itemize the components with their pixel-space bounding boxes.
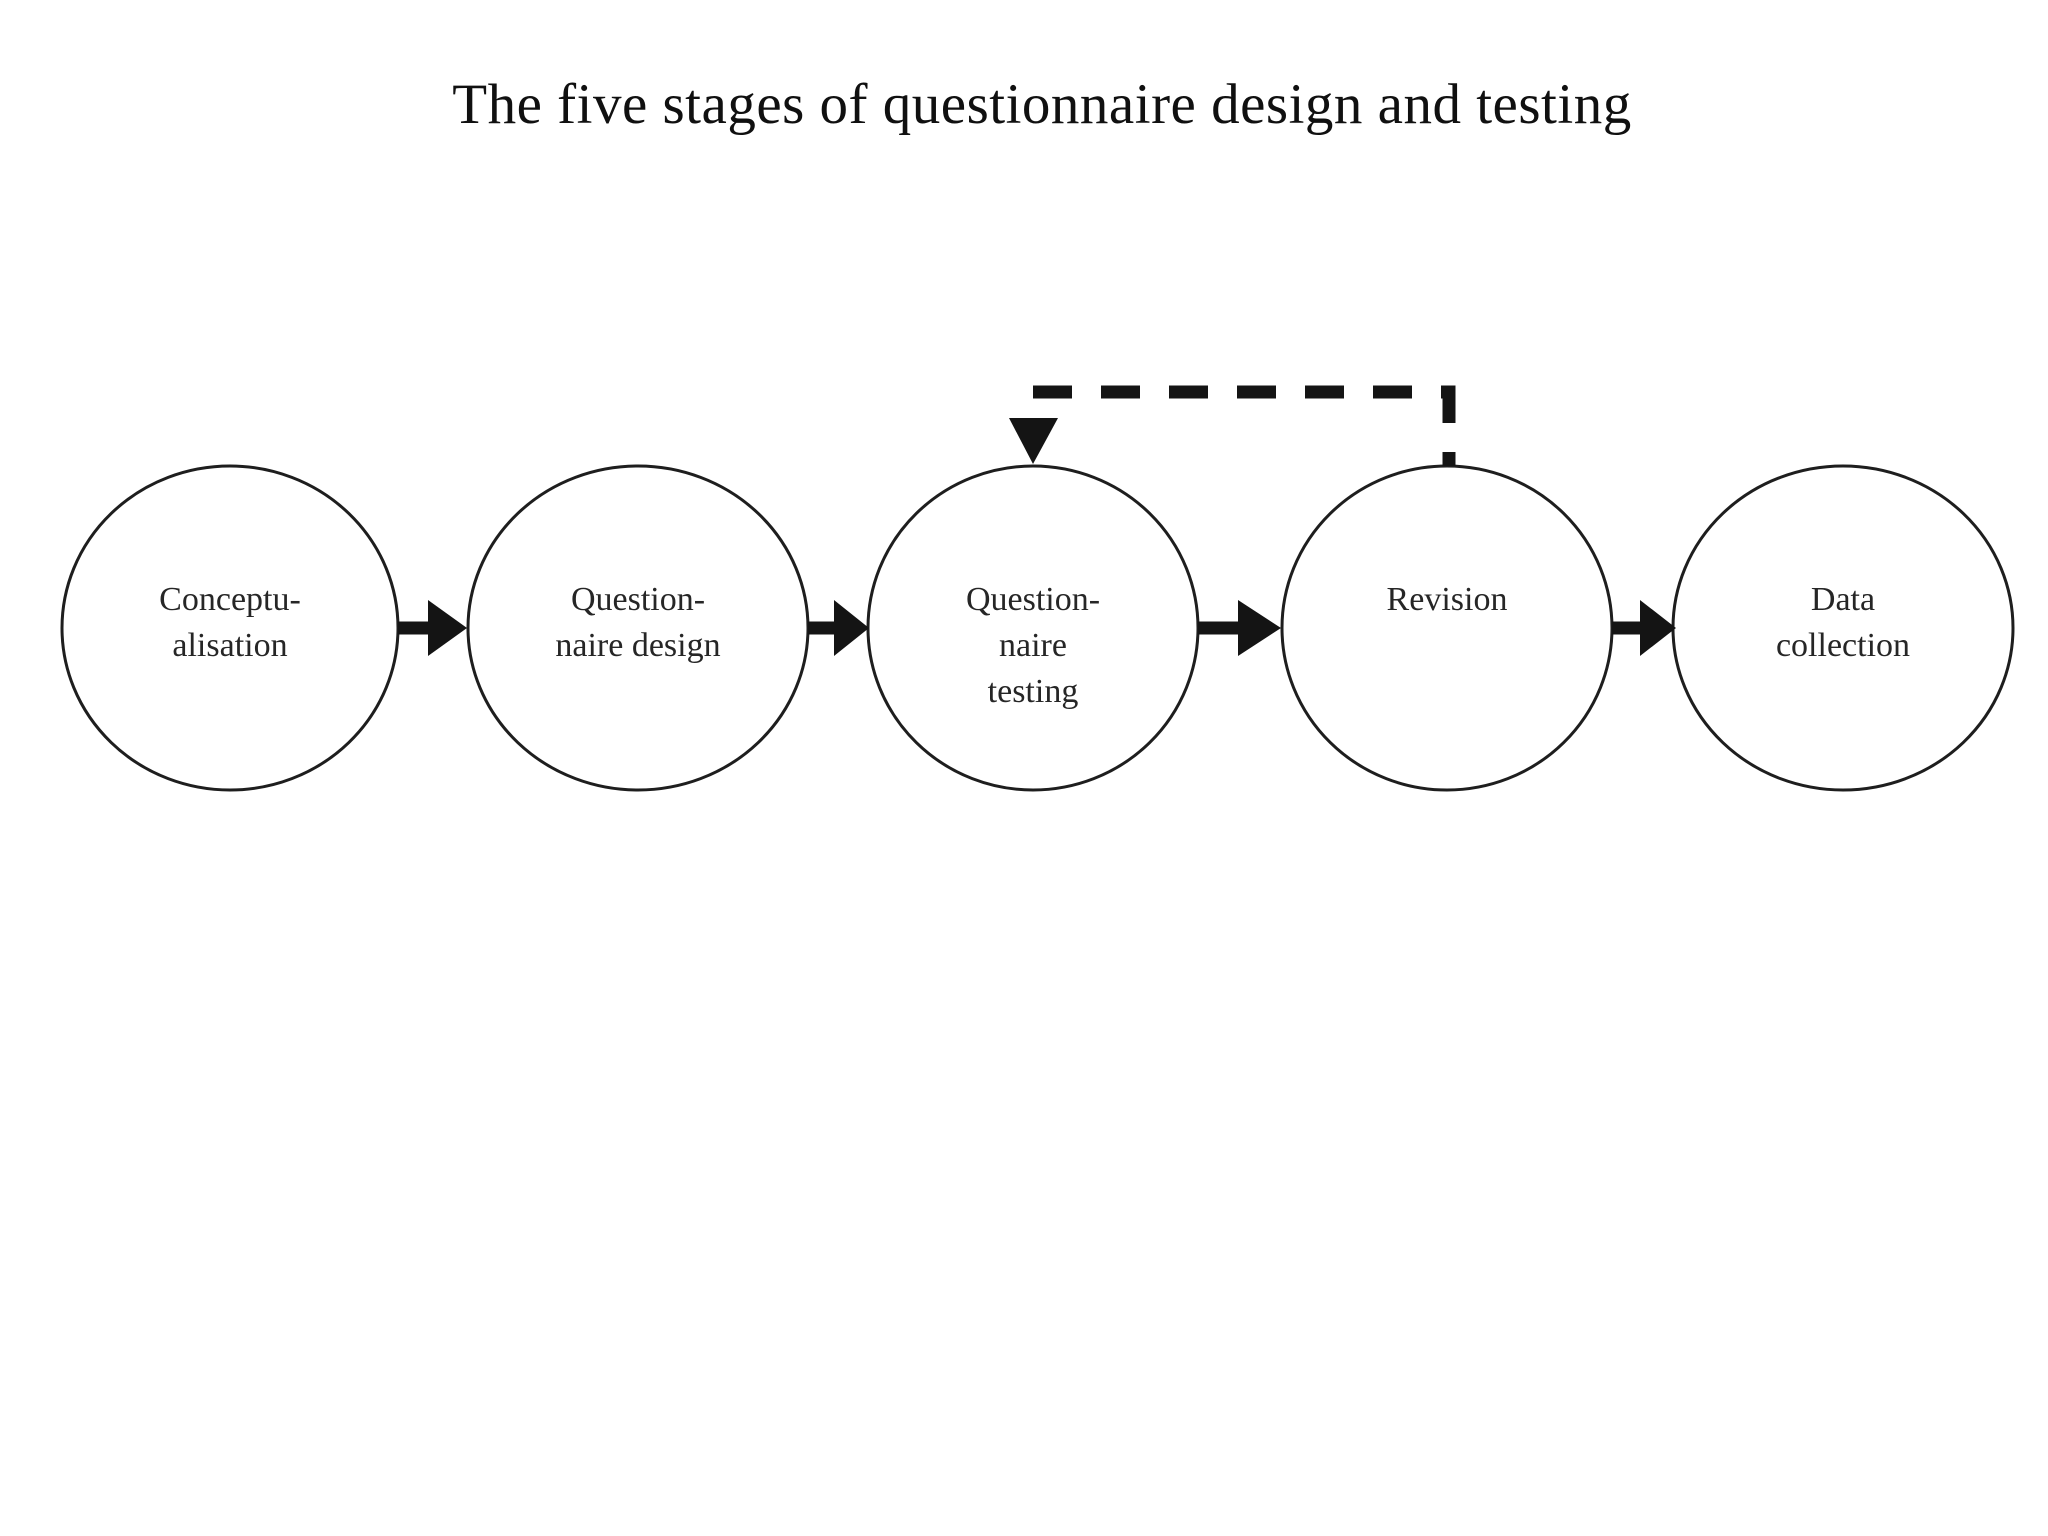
arrow-head-icon — [834, 600, 869, 656]
feedback-arrow-head-icon — [1009, 418, 1058, 464]
feedback-arrow-revision-to-questionnaire-testing — [1009, 385, 1456, 466]
stage-label-data-collection: Data collection — [1775, 581, 1911, 664]
stage-label-conceptualisation: Conceptu- alisation — [159, 581, 301, 664]
arrow-head-icon — [1238, 600, 1281, 656]
flow-arrow-conceptualisation-to-questionnaire-design — [398, 600, 467, 656]
stage-label-questionnaire-testing: Question- naire testing — [965, 581, 1101, 710]
arrow-head-icon — [1640, 600, 1676, 656]
diagram-title: The five stages of questionnaire design … — [452, 73, 1632, 136]
flow-arrow-questionnaire-testing-to-revision — [1198, 600, 1281, 656]
feedback-dashed-line — [1033, 385, 1456, 466]
flow-arrow-revision-to-data-collection — [1612, 600, 1676, 656]
arrow-head-icon — [428, 600, 467, 656]
flow-arrow-questionnaire-design-to-questionnaire-testing — [808, 600, 869, 656]
stage-label-questionnaire-design: Question- naire design — [555, 581, 721, 664]
stage-node-revision — [1280, 464, 1614, 792]
stage-label-revision: Revision — [1386, 581, 1508, 618]
